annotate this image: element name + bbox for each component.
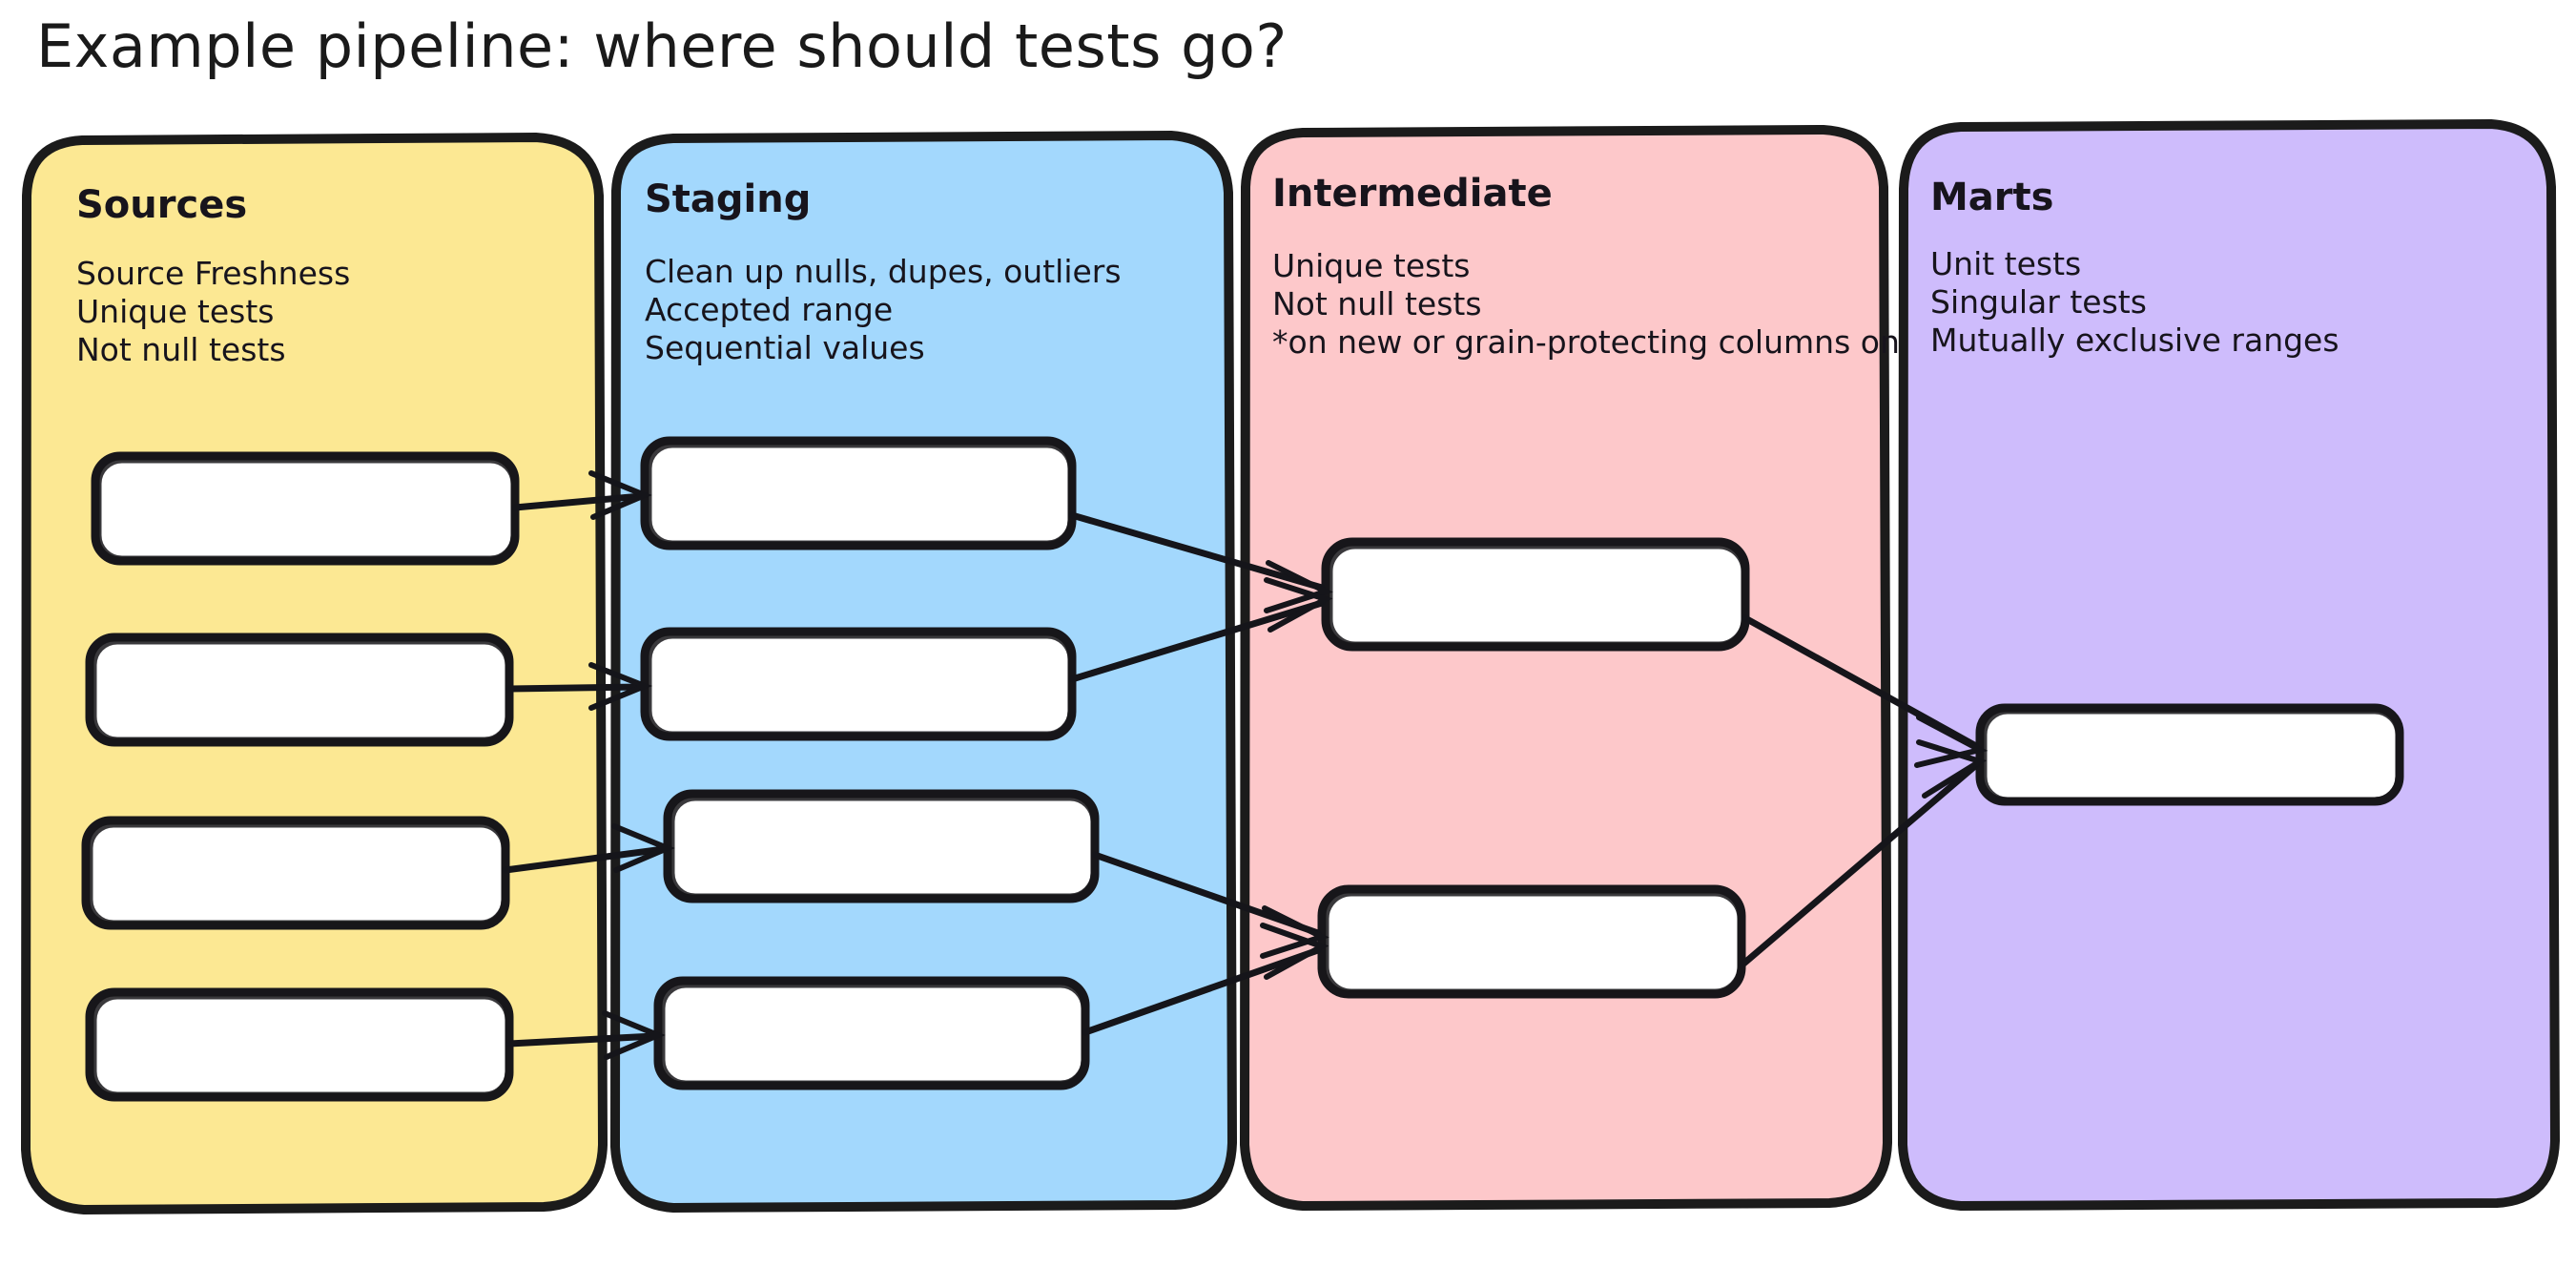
edge-staging-1-to-intermediate-1 [1068, 511, 1333, 613]
lane-intermediate-line-1: Unique tests [1272, 247, 1470, 284]
staging-node-3[interactable] [663, 789, 1100, 903]
lane-sources-line-3: Not null tests [76, 331, 286, 368]
edge-staging-4-to-intermediate-2 [1082, 923, 1329, 1036]
edge-source-1-to-staging-1 [511, 470, 652, 520]
lane-staging-line-3: Sequential values [645, 329, 925, 366]
lane-marts-background [1898, 119, 2560, 1211]
lane-sources-title: Sources [76, 183, 247, 227]
edge-staging-2-to-intermediate-1 [1068, 577, 1333, 683]
lane-marts: Marts Unit tests Singular tests Mutually… [1898, 119, 2560, 1211]
lane-sources-line-2: Unique tests [76, 293, 274, 330]
lane-intermediate-title: Intermediate [1272, 172, 1553, 216]
source-node-3[interactable] [81, 816, 510, 930]
lane-intermediate: Intermediate Unique tests Not null tests… [1240, 125, 1927, 1211]
lane-marts-line-2: Singular tests [1930, 283, 2147, 321]
source-node-4[interactable] [85, 987, 514, 1102]
page-title: Example pipeline: where should tests go? [36, 11, 1288, 81]
intermediate-node-2[interactable] [1317, 884, 1746, 999]
edge-staging-3-to-intermediate-2 [1091, 851, 1329, 959]
lane-staging-line-1: Clean up nulls, dupes, outliers [645, 253, 1122, 290]
source-node-1[interactable] [91, 451, 520, 566]
edge-intermediate-2-to-marts-1 [1738, 739, 1988, 969]
lane-intermediate-line-3: *on new or grain-protecting columns only [1272, 323, 1927, 361]
lane-intermediate-line-2: Not null tests [1272, 285, 1482, 322]
edge-source-3-to-staging-3 [502, 823, 675, 874]
edge-source-4-to-staging-4 [505, 1010, 666, 1060]
lane-staging-line-2: Accepted range [645, 291, 893, 328]
staging-node-4[interactable] [653, 976, 1090, 1090]
lane-staging-title: Staging [645, 177, 811, 221]
lane-sources-line-1: Source Freshness [76, 255, 350, 292]
lane-marts-line-3: Mutually exclusive ranges [1930, 322, 2339, 359]
lane-sources: Sources Source Freshness Unique tests No… [21, 133, 608, 1214]
source-node-2[interactable] [85, 633, 514, 747]
edge-source-2-to-staging-2 [505, 662, 653, 711]
edge-intermediate-1-to-marts-1 [1741, 614, 1989, 768]
staging-node-1[interactable] [640, 436, 1077, 550]
lane-staging: Staging Clean up nulls, dupes, outliers … [610, 131, 1237, 1213]
lane-marts-line-1: Unit tests [1930, 245, 2081, 282]
marts-node-1[interactable] [1975, 703, 2404, 806]
intermediate-node-1[interactable] [1321, 537, 1750, 652]
lane-marts-title: Marts [1930, 176, 2053, 219]
staging-node-2[interactable] [640, 627, 1077, 741]
